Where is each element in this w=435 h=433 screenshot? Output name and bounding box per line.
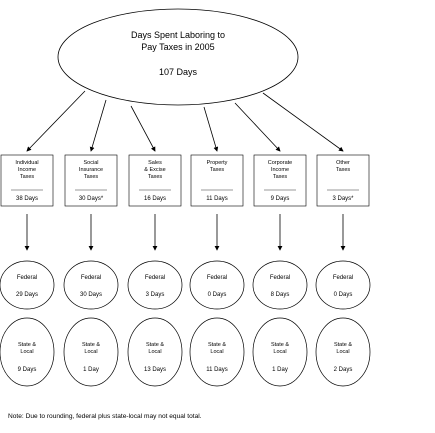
- federal-label: Federal: [81, 275, 101, 281]
- state-local-days: 11 Days: [206, 367, 228, 373]
- category-label: Individual: [15, 160, 38, 166]
- arrow-to-category: [89, 99, 107, 152]
- category-days: 30 Days*: [79, 196, 104, 202]
- arrow-to-category: [262, 92, 344, 152]
- state-local-days: 13 Days: [144, 367, 166, 373]
- arrow-to-category: [26, 90, 86, 152]
- state-local-days: 2 Days: [334, 367, 353, 373]
- federal-circle: [127, 260, 183, 310]
- federal-circle: [0, 260, 55, 310]
- category-box: [0, 154, 54, 207]
- federal-circle: [63, 260, 119, 310]
- federal-days: 30 Days: [80, 292, 102, 298]
- category-label: & Excise: [144, 167, 165, 173]
- category-label: Income: [271, 167, 289, 173]
- state-local-label: State &: [208, 342, 226, 348]
- category-days: 38 Days: [16, 196, 38, 202]
- footnote: Note: Due to rounding, federal plus stat…: [8, 413, 202, 420]
- federal-days: 0 Days: [334, 292, 353, 298]
- federal-days: 3 Days: [146, 292, 165, 298]
- category-label: Social: [84, 160, 99, 166]
- state-local-circle: [315, 317, 371, 387]
- state-local-days: 1 Day: [83, 367, 99, 373]
- category-label: Corporate: [268, 160, 292, 166]
- category-label: Taxes: [336, 167, 351, 173]
- category-label: Insurance: [79, 167, 103, 173]
- federal-circle: [189, 260, 245, 310]
- title-line-1: Days Spent Laboring to: [131, 30, 225, 40]
- state-local-days: 1 Day: [272, 367, 288, 373]
- state-local-circle: [252, 317, 308, 387]
- state-local-circle: [0, 317, 55, 387]
- arrow-to-category: [203, 106, 219, 152]
- category-box: [64, 154, 118, 207]
- category-label: Taxes: [84, 174, 99, 180]
- federal-days: 8 Days: [271, 292, 290, 298]
- category-label: Taxes: [148, 174, 163, 180]
- total-oval: Days Spent Laboring to Pay Taxes in 2005…: [57, 8, 299, 106]
- state-local-label: Local: [273, 349, 286, 355]
- state-local-label: State &: [146, 342, 164, 348]
- federal-circle: [315, 260, 371, 310]
- state-local-label: State &: [18, 342, 36, 348]
- state-local-label: State &: [82, 342, 100, 348]
- state-local-circle: [127, 317, 183, 387]
- state-local-label: Local: [20, 349, 33, 355]
- category-days: 3 Days*: [332, 196, 354, 202]
- total-days: 107 Days: [159, 67, 198, 77]
- arrow-to-category: [234, 102, 281, 152]
- state-local-label: Local: [210, 349, 223, 355]
- category-days: 9 Days: [271, 196, 290, 202]
- federal-label: Federal: [145, 275, 165, 281]
- category-label: Other: [336, 160, 350, 166]
- category-box: [316, 154, 370, 207]
- category-label: Taxes: [273, 174, 288, 180]
- state-local-label: Local: [336, 349, 349, 355]
- category-days: 16 Days: [144, 196, 166, 202]
- category-label: Income: [18, 167, 36, 173]
- category-days: 11 Days: [206, 196, 228, 202]
- federal-circle: [252, 260, 308, 310]
- federal-label: Federal: [207, 275, 227, 281]
- state-local-circle: [189, 317, 245, 387]
- federal-label: Federal: [270, 275, 290, 281]
- state-local-label: Local: [148, 349, 161, 355]
- category-label: Sales: [148, 160, 162, 166]
- category-box: [128, 154, 182, 207]
- federal-label: Federal: [17, 275, 37, 281]
- state-local-label: State &: [271, 342, 289, 348]
- title-line-2: Pay Taxes in 2005: [141, 42, 214, 52]
- category-label: Taxes: [20, 174, 35, 180]
- category-label: Property: [207, 160, 228, 166]
- arrow-to-category: [130, 105, 156, 152]
- category-label: Taxes: [210, 167, 225, 173]
- federal-days: 29 Days: [16, 292, 38, 298]
- federal-days: 0 Days: [208, 292, 227, 298]
- state-local-label: State &: [334, 342, 352, 348]
- category-box: [190, 154, 244, 207]
- category-box: [253, 154, 307, 207]
- state-local-days: 9 Days: [18, 367, 37, 373]
- state-local-label: Local: [84, 349, 97, 355]
- state-local-circle: [63, 317, 119, 387]
- federal-label: Federal: [333, 275, 353, 281]
